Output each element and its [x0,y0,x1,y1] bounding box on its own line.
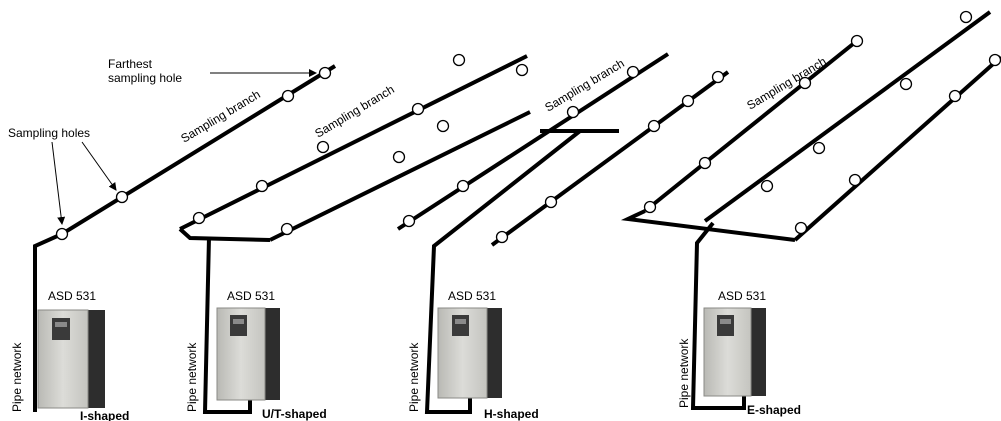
sampling-hole-icon [794,221,808,235]
farthest-label-line1: Farthest [108,57,153,71]
sampling-hole-icon [812,141,826,155]
sampling-hole-icon [115,190,129,204]
pipe-network-i [33,64,337,412]
sampling-hole-icon [544,195,558,209]
sampling-hole-icon [515,63,529,77]
sampling-holes-h [402,65,725,244]
arrow-icon [81,141,117,191]
sampling-holes-i [55,66,332,241]
device-label-i: ASD 531 [48,289,96,303]
sampling-hole-icon [392,150,406,164]
sampling-hole-icon [959,10,973,24]
sampling-branch-label-ut: Sampling branch [312,82,396,140]
pipe-network-label-h: Pipe network [407,342,421,412]
sampling-hole-icon [647,119,661,133]
config-ut-shaped: Sampling branch Pipe network ASD 531 U/T… [178,53,531,421]
sampling-hole-icon [643,200,657,214]
pipe-network-label-ut: Pipe network [185,342,199,412]
branch-upper-e [643,38,860,213]
device-label-h: ASD 531 [448,289,496,303]
shape-label-ut: U/T-shaped [262,407,327,421]
sampling-hole-icon [255,179,269,193]
shape-label-i: I-shaped [80,409,129,421]
asd-device-icon [437,307,502,399]
sampling-holes-label: Sampling holes [8,126,90,140]
pipe-network-e [690,221,746,410]
sampling-hole-icon [436,119,450,133]
farthest-hole-label: Farthest sampling hole [108,57,182,85]
sampling-hole-icon [452,53,466,67]
sampling-hole-icon [626,65,640,79]
config-e-shaped: Sampling branch Pipe network ASD 531 E-s… [620,10,1001,417]
connector-e [620,209,796,242]
shape-label-h: H-shaped [484,407,539,421]
asd-device-icon [37,309,105,409]
sampling-hole-icon [318,66,332,80]
pipe-network-ut [202,236,252,414]
sampling-hole-icon [711,70,725,84]
sampling-hole-icon [402,214,416,228]
pipe-network-label-i: Pipe network [10,342,24,412]
sampling-branch-label-e: Sampling branch [744,54,828,112]
farthest-label-line2: sampling hole [108,71,182,85]
sampling-hole-icon [899,77,913,91]
branch-lower-ut [269,110,531,242]
sampling-hole-icon [698,156,712,170]
sampling-hole-icon [798,76,812,90]
device-label-e: ASD 531 [718,289,766,303]
branch-middle-e [703,10,992,223]
sampling-hole-icon [55,227,69,241]
device-label-ut: ASD 531 [227,289,275,303]
sampling-hole-icon [760,179,774,193]
sampling-hole-icon [848,173,862,187]
config-i-shaped: Sampling holes Farthest sampling hole Sa… [8,57,337,421]
sampling-hole-icon [850,34,864,48]
sampling-hole-icon [948,89,962,103]
asd-device-icon [703,307,766,397]
branch-upper-ut [179,54,528,231]
sampling-hole-icon [681,94,695,108]
asd-device-icon [216,307,280,401]
sampling-hole-icon [456,179,470,193]
pipe-network-label-e: Pipe network [677,338,691,408]
sampling-hole-icon [988,53,1001,67]
sampling-hole-icon [495,230,509,244]
sampling-hole-icon [192,211,206,225]
sampling-hole-icon [316,140,330,154]
connector-ut [178,227,271,242]
sampling-hole-icon [281,89,295,103]
sampling-hole-icon [280,222,294,236]
arrow-icon [51,141,66,225]
shape-label-e: E-shaped [747,403,801,417]
sampling-hole-icon [566,105,580,119]
branch-lower-e [793,55,1001,242]
sampling-holes-e [643,10,1001,235]
sampling-hole-icon [411,102,425,116]
sampling-holes-ut [192,53,529,236]
pipe-network-h [424,129,582,414]
branch-upper-h [396,52,670,231]
